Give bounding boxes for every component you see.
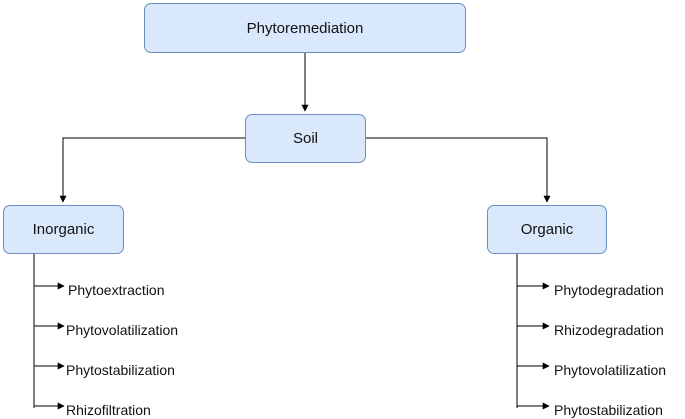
soil-node-label: Soil [292,130,318,147]
root-node: Phytoremediation [144,3,466,53]
root-node-label: Phytoremediation [246,19,364,37]
inorganic-method: Rhizofiltration [66,402,151,418]
organic-node: Organic [487,205,607,254]
edge-soil-to-inorganic [59,137,245,203]
organic-method: Phytostabilization [554,402,663,418]
inorganic-node-label: Inorganic [32,221,95,238]
edge-soil-to-organic [366,137,551,203]
organic-method: Phytodegradation [554,282,664,298]
inorganic-method: Phytoextraction [68,282,165,298]
organic-node-label: Organic [520,221,574,238]
soil-node: Soil [245,114,366,163]
organic-method: Phytovolatilization [554,362,667,378]
organic-method: Rhizodegradation [554,322,664,338]
inorganic-method: Phytovolatilization [66,322,179,338]
inorganic-node: Inorganic [3,205,124,254]
inorganic-method: Phytostabilization [66,362,175,378]
